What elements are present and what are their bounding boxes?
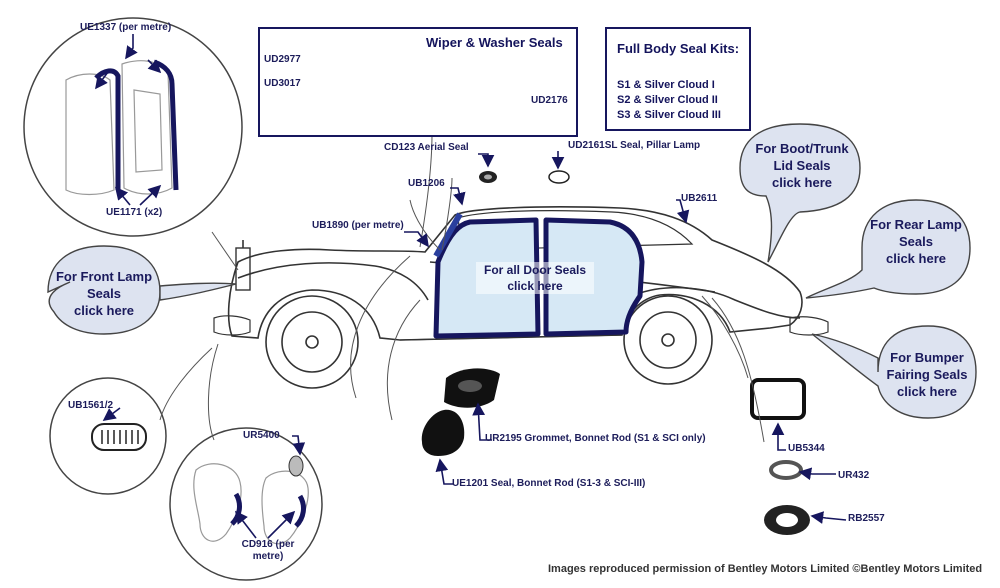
seal-kits-title: Full Body Seal Kits:: [617, 41, 740, 56]
label-ub1561[interactable]: UB1561/2: [68, 400, 114, 411]
ue1201-seal: [421, 409, 465, 456]
kit-link-s3[interactable]: S3 & Silver Cloud III: [617, 109, 721, 121]
kit-link-s2[interactable]: S2 & Silver Cloud II: [617, 94, 718, 106]
label-ue1201[interactable]: UE1201 Seal, Bonnet Rod (S1-3 & SCI-III): [452, 478, 646, 489]
door-seals-link[interactable]: For all Door Seals click here: [476, 262, 594, 294]
label-cd916[interactable]: CD916 (per metre): [241, 539, 295, 562]
boot-seals-bubble[interactable]: For Boot/Trunk Lid Seals click here: [755, 141, 849, 190]
bumper-fairing-bubble[interactable]: For Bumper Fairing Seals click here: [886, 350, 968, 399]
callout-arrows: [95, 34, 847, 539]
pillar-lamp-seal: [548, 170, 570, 184]
rear-wheel: [623, 295, 713, 385]
label-ud3017[interactable]: UD3017: [264, 78, 301, 89]
label-ue1171[interactable]: UE1171 (x2): [106, 207, 163, 218]
door-sketch: [65, 60, 173, 196]
label-ur432[interactable]: UR432: [838, 470, 870, 481]
wiper-washer-title: Wiper & Washer Seals: [426, 35, 563, 50]
ur432-seal: [769, 460, 803, 480]
seal-kits-box: Full Body Seal Kits:: [605, 27, 751, 131]
label-ur5400[interactable]: UR5400: [243, 430, 280, 441]
rear-lamp-seals-bubble[interactable]: For Rear Lamp Seals click here: [870, 217, 962, 266]
image-credit: Images reproduced permission of Bentley …: [548, 563, 983, 575]
label-rb2557[interactable]: RB2557: [848, 513, 885, 524]
front-wheel: [265, 295, 359, 389]
label-ue1337[interactable]: UE1337 (per metre): [80, 22, 172, 33]
front-lamp-seals-bubble[interactable]: For Front Lamp Seals click here: [55, 269, 153, 318]
label-ub1206[interactable]: UB1206: [408, 178, 445, 189]
label-ub2611[interactable]: UB2611: [681, 193, 718, 204]
label-ud2161sl[interactable]: UD2161SL Seal, Pillar Lamp: [568, 140, 701, 151]
label-ur2195[interactable]: UR2195 Grommet, Bonnet Rod (S1 & SCI onl…: [485, 433, 706, 444]
label-ud2977[interactable]: UD2977: [264, 54, 301, 65]
label-cd123[interactable]: CD123 Aerial Seal: [384, 142, 469, 153]
ub1561-part: [91, 423, 147, 451]
label-ub1890[interactable]: UB1890 (per metre): [312, 220, 404, 231]
label-ud2176[interactable]: UD2176: [531, 95, 568, 106]
top-left-zoom-circle: [23, 17, 243, 237]
kit-link-s1[interactable]: S1 & Silver Cloud I: [617, 79, 715, 91]
label-ub5344[interactable]: UB5344: [788, 443, 825, 454]
bumper-fairing-sketch: [193, 463, 309, 545]
door-seals: [433, 212, 645, 339]
ub5344-seal: [750, 378, 806, 420]
speech-bubbles: [47, 123, 977, 419]
leader-lines: [159, 133, 765, 443]
wiper-washer-box[interactable]: Wiper & Washer Seals: [258, 27, 578, 137]
